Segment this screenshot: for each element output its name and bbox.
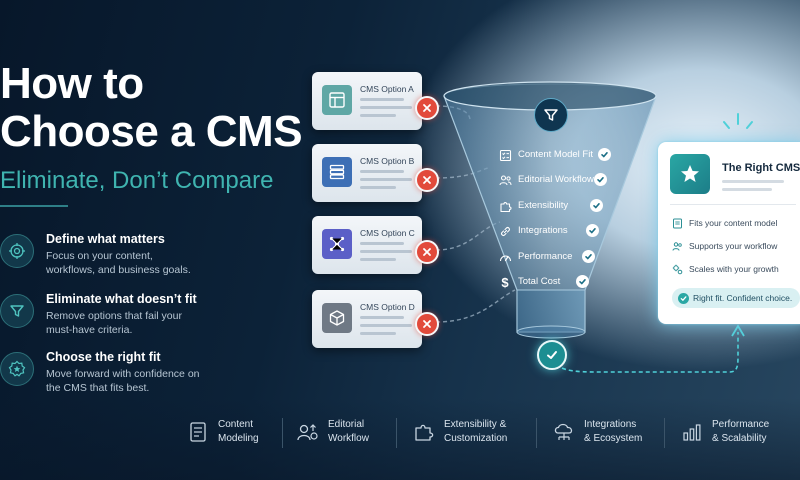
filter-icon [0, 294, 34, 328]
criterion-performance: Performance [498, 250, 618, 264]
check-icon [678, 292, 689, 304]
puzzle-icon [498, 199, 512, 213]
headline-line-1: How to [0, 59, 144, 108]
check-icon [576, 275, 589, 288]
reject-icon [415, 240, 439, 264]
feature-extensibility: Extensibility &Customization [412, 418, 532, 448]
check-icon [586, 224, 599, 237]
cms-option-label: CMS Option A [360, 84, 414, 94]
output-check-icon [537, 340, 567, 370]
star-icon [670, 154, 710, 194]
step-title: Define what matters [46, 232, 165, 246]
reject-icon [415, 168, 439, 192]
link-icon [498, 224, 512, 238]
cms-option-label: CMS Option B [360, 156, 415, 166]
cloud-network-icon [552, 420, 576, 444]
criterion-label: Extensibility [518, 200, 569, 211]
cms-option-card-c: CMS Option C [312, 216, 422, 274]
criterion-label: Performance [518, 251, 573, 262]
users-icon [498, 173, 512, 187]
gears-icon [672, 264, 683, 275]
feature-label: Integrations& Ecosystem [584, 419, 643, 444]
step-text: Focus on your content, workflows, and bu… [46, 250, 191, 276]
step-title: Eliminate what doesn’t fit [46, 292, 197, 306]
benefit-label: Scales with your growth [689, 264, 779, 274]
criterion-integrations: Integrations [498, 224, 618, 238]
feature-performance: Performance& Scalability [680, 418, 792, 448]
target-icon [0, 234, 34, 268]
criterion-label: Editorial Workflow [518, 174, 594, 185]
result-card: The Right CMS Fits your content model Su… [658, 142, 800, 324]
cms-option-card-b: CMS Option B [312, 144, 422, 202]
cms-option-label: CMS Option C [360, 228, 415, 238]
confidence-badge: Right fit. Confident choice. [672, 288, 800, 308]
bar-chart-icon [680, 420, 704, 444]
step-title: Choose the right fit [46, 350, 161, 364]
criterion-label: Integrations [518, 225, 568, 236]
result-title: The Right CMS [722, 162, 800, 174]
users-icon [672, 242, 682, 251]
document-icon [186, 420, 210, 444]
check-icon [590, 199, 603, 212]
step-text: Remove options that fail your must-have … [46, 310, 182, 336]
confidence-text: Right fit. Confident choice. [693, 293, 793, 303]
document-icon [673, 218, 682, 229]
feature-integrations: Integrations& Ecosystem [552, 418, 662, 448]
network-icon [322, 229, 352, 259]
team-icon [296, 420, 320, 444]
criterion-total-cost: $ Total Cost [498, 274, 618, 290]
speedometer-icon [498, 250, 512, 264]
cms-option-label: CMS Option D [360, 302, 415, 312]
criterion-editorial-workflow: Editorial Workflow [498, 173, 618, 187]
badge-star-icon [0, 352, 34, 386]
layout-icon [322, 85, 352, 115]
reject-icon [415, 96, 439, 120]
benefit-label: Supports your workflow [689, 241, 778, 251]
cms-option-card-a: CMS Option A [312, 72, 422, 130]
features-bar [0, 398, 800, 480]
benefit-label: Fits your content model [689, 218, 778, 228]
puzzle-icon [412, 420, 436, 444]
check-icon [594, 173, 607, 186]
criterion-content-model-fit: Content Model Fit [498, 148, 618, 162]
step-eliminate: Eliminate what doesn’t fit Remove option… [0, 292, 200, 336]
funnel-filter-icon [534, 98, 568, 132]
subtitle: Eliminate, Don’t Compare [0, 167, 274, 194]
check-icon [582, 250, 595, 263]
reject-icon [415, 312, 439, 336]
dollar-icon: $ [501, 274, 509, 290]
server-icon [322, 157, 352, 187]
step-define: Define what matters Focus on your conten… [0, 232, 200, 276]
step-choose: Choose the right fit Move forward with c… [0, 350, 200, 394]
cms-option-card-d: CMS Option D [312, 290, 422, 348]
headline: How to Choose a CMS [0, 60, 320, 156]
feature-label: Extensibility &Customization [444, 419, 508, 444]
checklist-icon [498, 148, 512, 162]
headline-line-2: Choose a CMS [0, 107, 303, 156]
divider [0, 205, 68, 207]
criterion-label: Content Model Fit [518, 149, 593, 160]
cube-icon [322, 303, 352, 333]
check-icon [598, 148, 611, 161]
step-text: Move forward with confidence on the CMS … [46, 368, 200, 394]
criterion-label: Total Cost [518, 276, 561, 287]
criterion-extensibility: Extensibility [498, 199, 618, 213]
feature-label: Performance& Scalability [712, 419, 770, 444]
